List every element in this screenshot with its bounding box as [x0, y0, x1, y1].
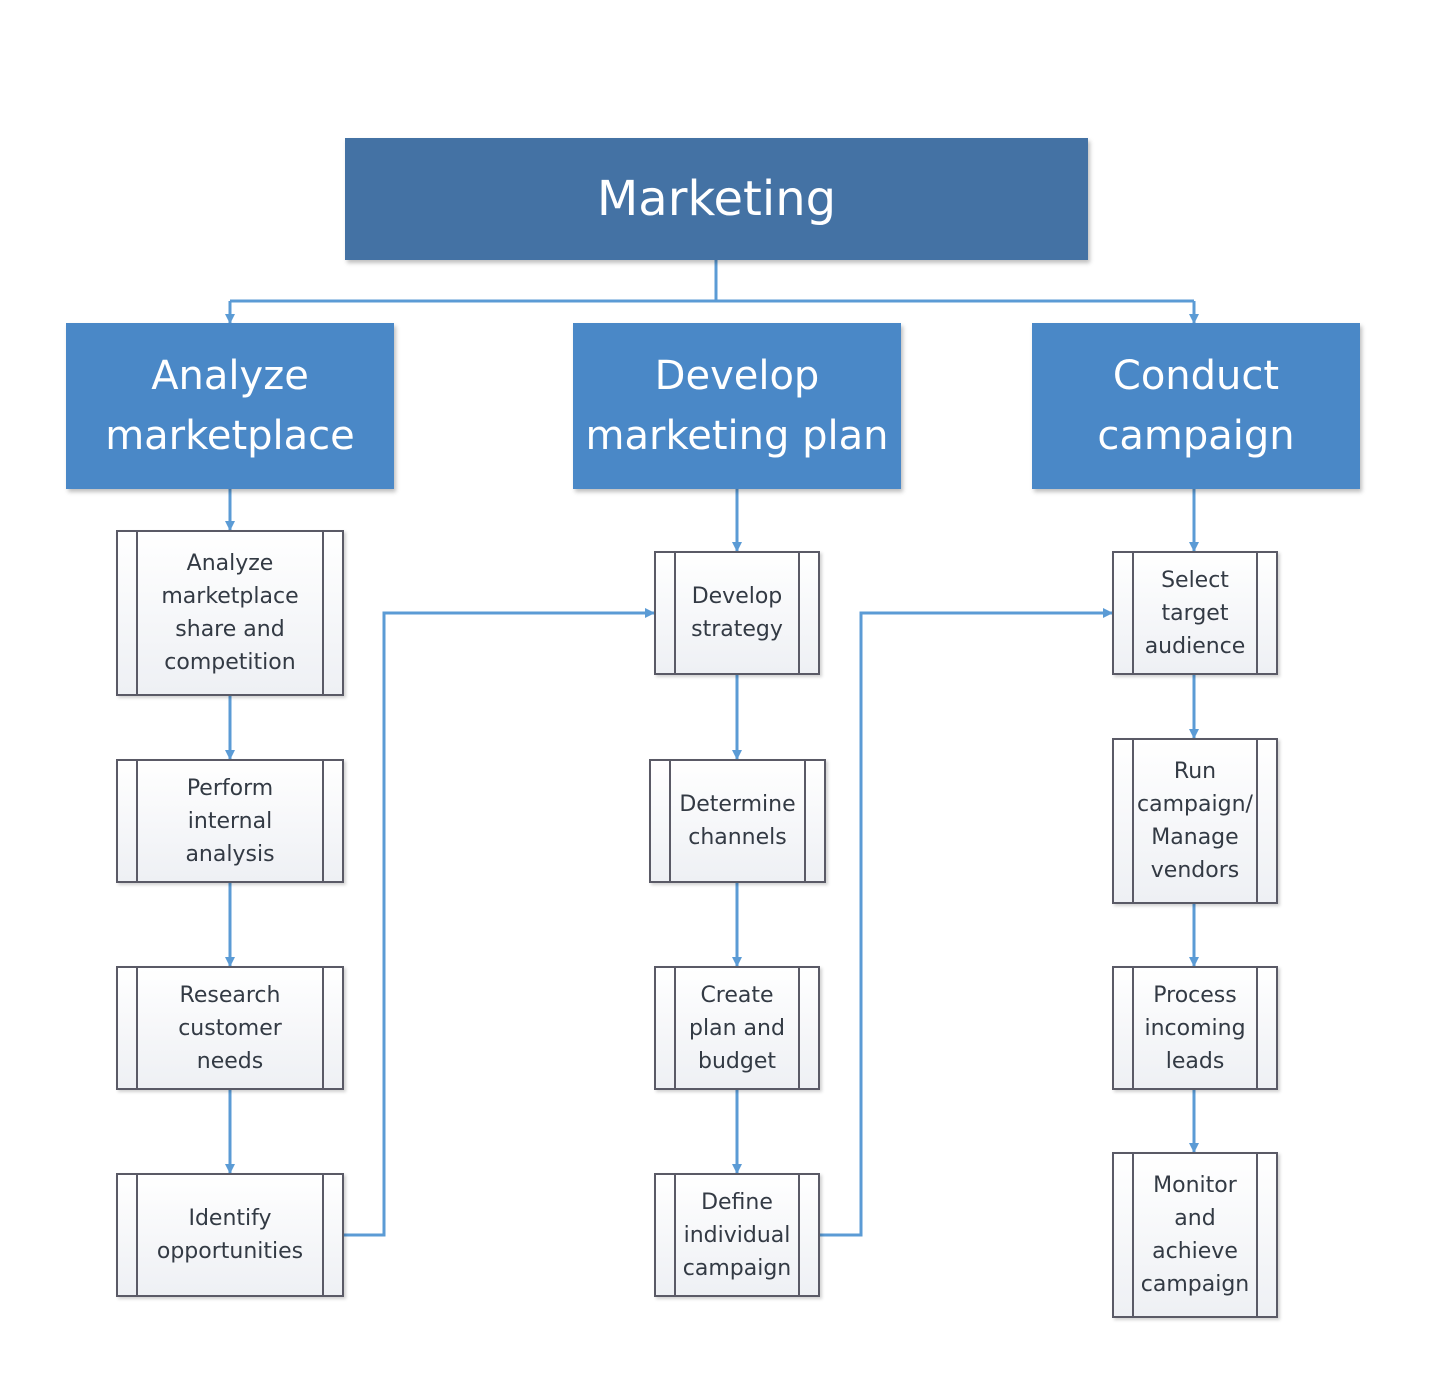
step-label: Perform internal analysis	[185, 775, 275, 867]
step-develop-strategy: Develop strategy	[654, 551, 820, 675]
marketing-root-box: Marketing	[345, 138, 1088, 260]
step-select-target-audience: Select target audience	[1112, 551, 1278, 675]
category-label-line: Analyze	[151, 353, 309, 399]
step-process-incoming-leads: Process incoming leads	[1112, 966, 1278, 1090]
connector-define-to-select-target	[820, 608, 1113, 1237]
step-label: Select target audience	[1144, 567, 1246, 659]
step-label: Develop strategy	[691, 584, 783, 642]
step-label: Analyze marketplace share and competitio…	[161, 551, 299, 675]
step-label: Process incoming leads	[1144, 982, 1246, 1074]
category-label-line: marketplace	[105, 413, 355, 459]
category-develop-marketing-plan: Develop marketing plan	[573, 323, 901, 489]
step-research-customer-needs: Research customer needs	[116, 966, 344, 1090]
category-label-line: campaign	[1097, 413, 1295, 459]
step-analyze-marketplace-share: Analyze marketplace share and competitio…	[116, 530, 344, 696]
step-label: Determine channels	[679, 792, 796, 850]
step-label: Identify opportunities	[156, 1206, 304, 1264]
step-perform-internal-analysis: Perform internal analysis	[116, 759, 344, 883]
category-conduct-campaign: Conduct campaign	[1032, 323, 1360, 489]
step-run-campaign-manage-vendors: Run campaign/ Manage vendors	[1112, 738, 1278, 904]
step-define-individual-campaign: Define individual campaign	[654, 1173, 820, 1297]
step-identify-opportunities: Identify opportunities	[116, 1173, 344, 1297]
step-create-plan-and-budget: Create plan and budget	[654, 966, 820, 1090]
category-label-line: Develop	[654, 353, 820, 399]
category-label-line: marketing plan	[585, 413, 889, 459]
step-label: Run campaign/ Manage vendors	[1137, 759, 1253, 883]
step-label: Define individual campaign	[682, 1189, 792, 1281]
category-analyze-marketplace: Analyze marketplace	[66, 323, 394, 489]
step-determine-channels: Determine channels	[649, 759, 826, 883]
step-label: Monitor and achieve campaign	[1140, 1173, 1250, 1297]
step-label: Create plan and budget	[689, 982, 785, 1074]
step-label: Research customer needs	[178, 982, 282, 1074]
connector-identify-to-develop-strategy	[344, 608, 655, 1237]
root-label: Marketing	[596, 171, 837, 227]
step-monitor-and-achieve-campaign: Monitor and achieve campaign	[1112, 1152, 1278, 1318]
category-label-line: Conduct	[1112, 353, 1280, 399]
